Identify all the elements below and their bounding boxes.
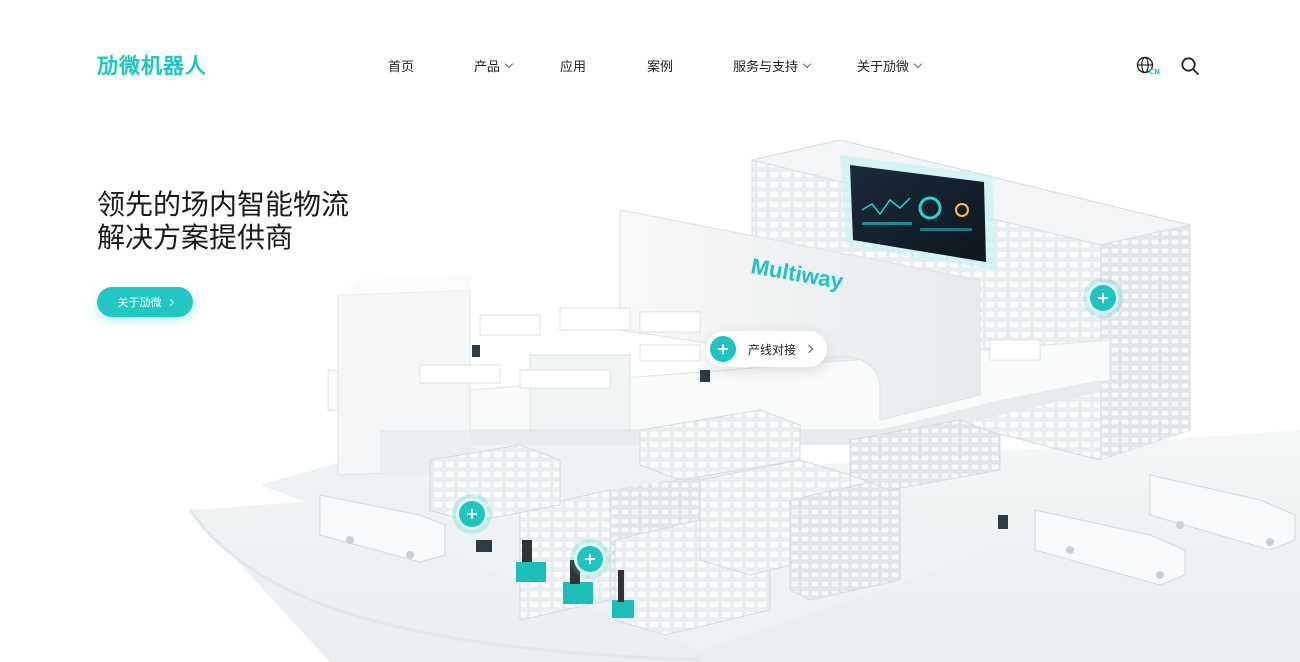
language-switch[interactable]: CN xyxy=(1136,55,1160,79)
agv-robots xyxy=(472,345,1008,618)
nav-item-cases[interactable]: 案例 xyxy=(647,56,733,75)
hero-title: 领先的场内智能物流 解决方案提供商 xyxy=(97,188,349,254)
site-header: 劢微机器人 首页 产品 应用 案例 服务与支持 关于劢微 CN xyxy=(0,0,1300,130)
hero-title-line1: 领先的场内智能物流 xyxy=(97,188,350,221)
globe-icon xyxy=(1136,56,1154,74)
chevron-down-icon xyxy=(504,59,514,68)
nav-item-applications[interactable]: 应用 xyxy=(560,56,647,75)
brand-logo[interactable]: 劢微机器人 xyxy=(97,54,207,78)
main-nav: 首页 产品 应用 案例 服务与支持 关于劢微 xyxy=(388,56,923,75)
truck-right xyxy=(1034,474,1296,586)
language-badge: CN xyxy=(1149,68,1160,76)
nav-item-service-support[interactable]: 服务与支持 xyxy=(733,56,857,75)
about-button[interactable]: 关于劢微 xyxy=(97,287,193,317)
hotspot-storage[interactable] xyxy=(1087,282,1119,314)
callout-label: 产线对接 xyxy=(748,342,797,357)
dashboard-screen xyxy=(840,155,996,270)
warehouse-illustration: Multiway xyxy=(188,139,1300,662)
nav-item-about[interactable]: 关于劢微 xyxy=(857,56,923,75)
chevron-right-icon xyxy=(804,344,814,354)
about-button-label: 关于劢微 xyxy=(117,296,162,309)
nav-item-label: 产品 xyxy=(474,60,501,75)
nav-item-label: 服务与支持 xyxy=(733,60,799,75)
nav-item-label: 案例 xyxy=(647,60,674,75)
plus-icon xyxy=(710,336,736,362)
truck-left xyxy=(319,494,446,563)
nav-item-label: 应用 xyxy=(560,60,587,75)
lower-racking xyxy=(429,409,1001,636)
hotspot-receiving[interactable] xyxy=(456,498,488,530)
production-line-callout[interactable]: 产线对接 xyxy=(706,331,827,367)
hero-title-line2: 解决方案提供商 xyxy=(97,221,294,254)
nav-item-label: 关于劢微 xyxy=(857,60,910,75)
hotspot-agv[interactable] xyxy=(574,543,606,575)
nav-item-products[interactable]: 产品 xyxy=(474,56,560,75)
chevron-down-icon xyxy=(802,59,812,68)
search-icon[interactable] xyxy=(1180,56,1200,76)
nav-item-label: 首页 xyxy=(388,60,415,75)
chevron-down-icon xyxy=(913,59,923,68)
nav-item-home[interactable]: 首页 xyxy=(388,56,474,75)
